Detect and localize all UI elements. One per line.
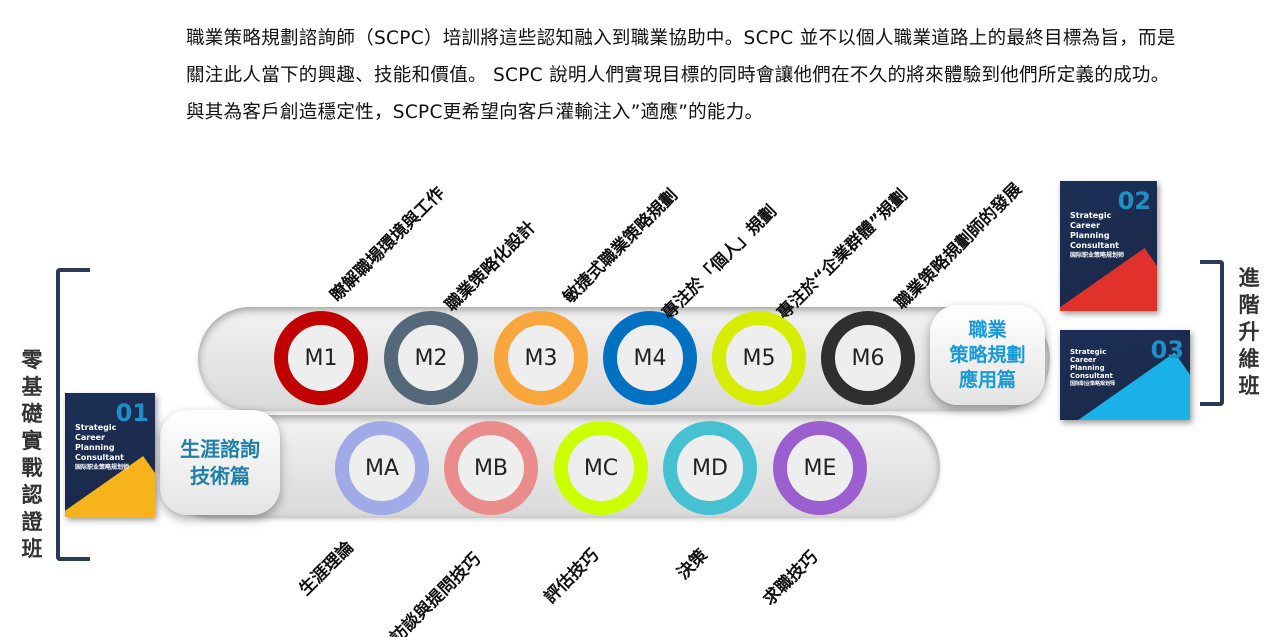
module-code: M1 — [304, 345, 338, 371]
book-subtitle: 国际职业策略规划师 — [1070, 381, 1116, 387]
right-bracket — [1200, 260, 1224, 406]
module-topic-label: 敏捷式職業策略規劃 — [559, 185, 682, 308]
module-code: M5 — [742, 345, 776, 371]
module-code: ME — [803, 455, 837, 481]
book-cover-01: 01 Strategic Career Planning Consultant … — [65, 393, 155, 517]
module-ring-mc: MC — [554, 421, 648, 515]
module-ring-md: MD — [663, 421, 757, 515]
book-title-line: Planning — [1070, 364, 1105, 372]
module-topic-label: 生涯理論 — [295, 537, 358, 600]
module-ring-me: ME — [773, 421, 867, 515]
book-title-line: Strategic — [75, 423, 117, 432]
module-topic-label: 訪談與提問技巧 — [386, 549, 485, 637]
advanced-label-line: 職業 — [968, 318, 1007, 341]
module-ring-m1: M1 — [274, 311, 368, 405]
left-track-title: 零基礎實戰認證班 — [21, 348, 43, 561]
module-code: M3 — [524, 345, 558, 371]
module-ring-m5: M5 — [712, 311, 806, 405]
book-subtitle: 国际职业策略规划师 — [75, 464, 130, 471]
intro-paragraph: 職業策略規劃諮詢師（SCPC）培訓將這些認知融入到職業協助中。SCPC 並不以個… — [186, 28, 1176, 123]
module-topic-label: 專注於「個人」規劃 — [658, 201, 781, 324]
left-bracket — [56, 268, 90, 561]
module-topic-label: 瞭解職場環境與工作 — [326, 183, 449, 306]
advanced-label-line: 策略規劃 — [949, 343, 1026, 366]
advanced-label-line: 應用篇 — [958, 368, 1016, 391]
book-number: 03 — [1150, 336, 1184, 364]
module-code: M2 — [414, 345, 448, 371]
module-topic-label: 職業策略化設計 — [441, 217, 540, 316]
book-subtitle: 国际职业策略规划师 — [1070, 252, 1125, 259]
module-topic-label: 專注於“企業群體”規劃 — [773, 185, 912, 324]
book-title-line: Strategic — [1070, 348, 1107, 356]
book-title-line: Strategic — [1070, 211, 1112, 220]
right-track-title: 進階升維班 — [1238, 266, 1260, 398]
book-title-line: Consultant — [75, 453, 125, 462]
book-title-line: Planning — [1070, 231, 1110, 240]
module-code: M6 — [851, 345, 885, 371]
module-ring-m2: M2 — [384, 311, 478, 405]
book-title-line: Planning — [75, 443, 115, 452]
basic-label-line: 技術篇 — [190, 463, 250, 488]
module-ring-m6: M6 — [821, 311, 915, 405]
module-code: MA — [364, 455, 400, 481]
book-cover-02: 02 Strategic Career Planning Consultant … — [1060, 181, 1157, 311]
book-title-line: Career — [1070, 221, 1101, 230]
book-cover-03: 03 Strategic Career Planning Consultant … — [1060, 330, 1190, 420]
module-code: M4 — [633, 345, 667, 371]
module-code: MD — [692, 455, 728, 481]
book-number: 01 — [115, 399, 149, 427]
module-ring-mb: MB — [444, 421, 538, 515]
module-ring-ma: MA — [335, 421, 429, 515]
book-title-line: Consultant — [1070, 372, 1113, 380]
advanced-label-box: 職業 策略規劃 應用篇 — [930, 305, 1045, 405]
book-title-line: Consultant — [1070, 241, 1120, 250]
book-number: 02 — [1117, 187, 1151, 215]
module-code: MB — [473, 455, 509, 481]
module-topic-label: 決策 — [673, 545, 712, 584]
module-ring-m4: M4 — [603, 311, 697, 405]
book-title-line: Career — [75, 433, 106, 442]
basic-label-box: 生涯諮詢 技術篇 — [160, 410, 280, 515]
module-code: MC — [583, 455, 619, 481]
book-title-line: Career — [1070, 356, 1097, 364]
module-topic-label: 評估技巧 — [540, 545, 603, 608]
module-topic-label: 求職技巧 — [759, 547, 822, 610]
module-ring-m3: M3 — [494, 311, 588, 405]
basic-label-line: 生涯諮詢 — [180, 436, 260, 461]
